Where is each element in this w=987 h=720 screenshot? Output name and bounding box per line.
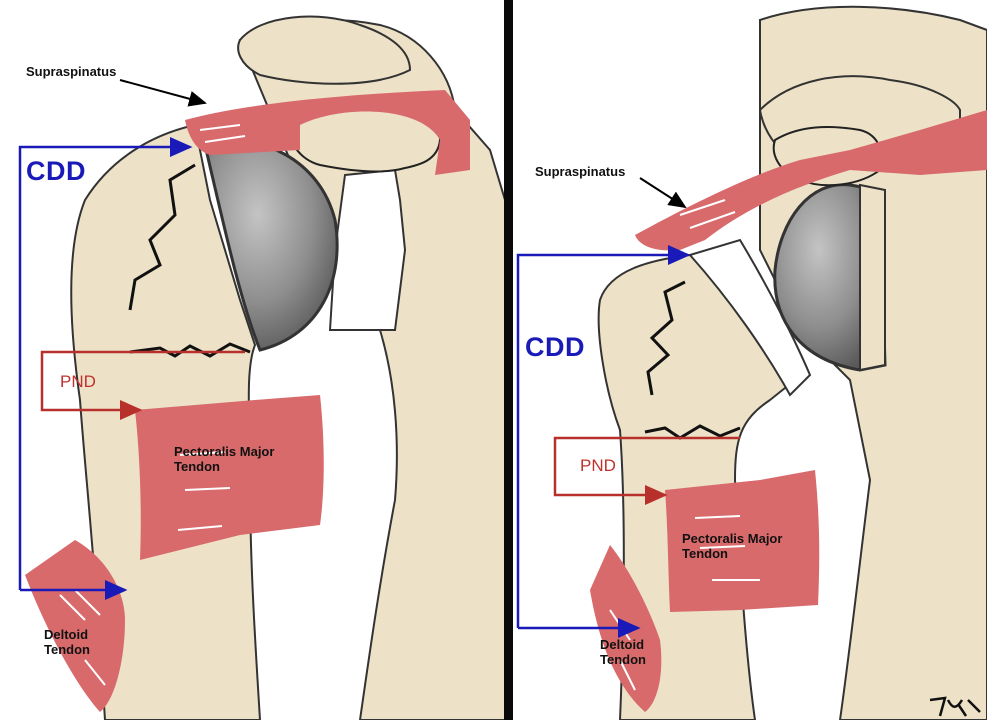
- right-pnd-label: PND: [580, 456, 616, 476]
- right-supraspinatus-pointer: [640, 178, 685, 207]
- left-panel: [20, 17, 505, 720]
- left-pectoralis-label-line1: Pectoralis Major: [174, 444, 274, 459]
- left-supraspinatus-pointer: [120, 80, 205, 103]
- right-deltoid-label-line1: Deltoid: [600, 637, 644, 652]
- panel-divider: [504, 0, 513, 720]
- right-supraspinatus-label: Supraspinatus: [535, 164, 625, 179]
- left-pectoralis-label-line2: Tendon: [174, 459, 220, 474]
- left-deltoid-label-line2: Tendon: [44, 642, 90, 657]
- right-pectoralis-label-line2: Tendon: [682, 546, 728, 561]
- left-pectoralis-tendon: [135, 395, 324, 560]
- left-deltoid-label-line1: Deltoid: [44, 627, 88, 642]
- right-cdd-label: CDD: [525, 332, 585, 363]
- right-deltoid-label-line2: Tendon: [600, 652, 646, 667]
- left-cdd-label: CDD: [26, 156, 86, 187]
- right-pectoralis-label-line1: Pectoralis Major: [682, 531, 782, 546]
- right-glenoid-rim: [860, 185, 885, 370]
- left-supraspinatus-label: Supraspinatus: [26, 64, 116, 79]
- right-panel: [518, 7, 987, 720]
- left-pnd-label: PND: [60, 372, 96, 392]
